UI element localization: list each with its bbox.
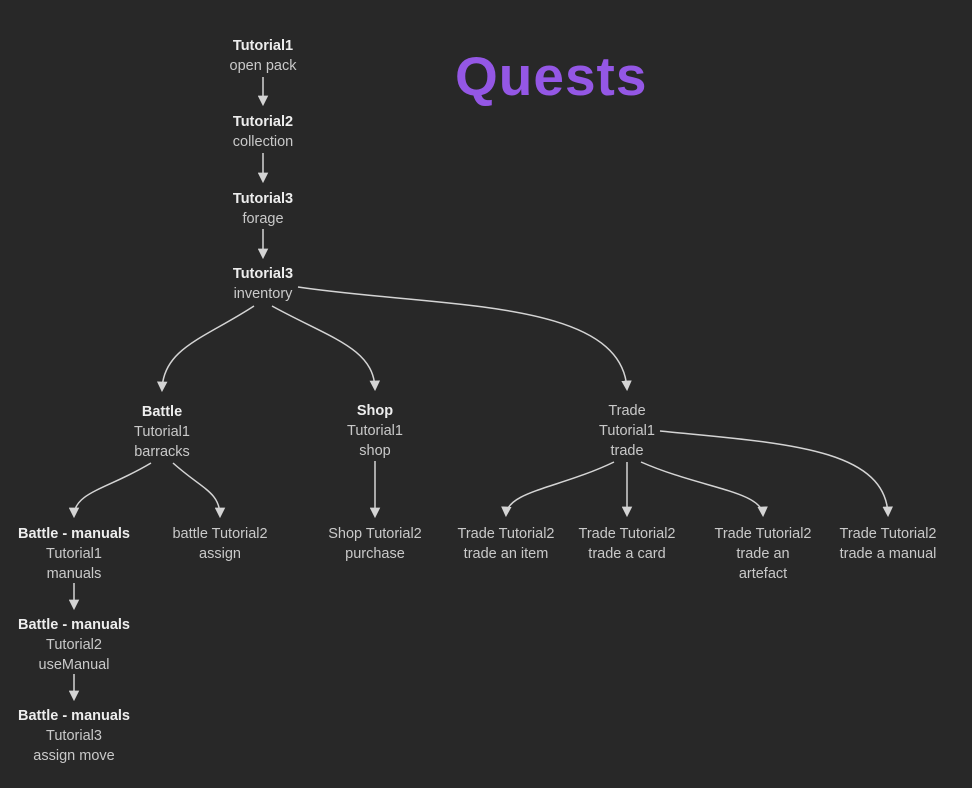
- node-battle-manuals-3: Battle - manuals Tutorial3 assign move: [18, 706, 130, 766]
- node-title: Trade Tutorial2: [578, 526, 676, 542]
- edge-battle-tutorial2: [172, 462, 226, 519]
- node-subtitle: open pack: [229, 58, 297, 74]
- node-tutorial3-inventory: Tutorial3 inventory: [233, 264, 293, 304]
- node-subtitle: Tutorial1: [347, 423, 403, 439]
- node-title: Tutorial1: [232, 38, 294, 54]
- edge-inventory-shop: [271, 305, 381, 392]
- edge-trade-artefact: [640, 461, 768, 518]
- node-title: Trade Tutorial2: [457, 526, 555, 542]
- node-subtitle: trade an: [736, 546, 790, 562]
- node-subtitle: Tutorial1: [46, 546, 102, 562]
- node-subtitle: useManual: [38, 657, 110, 673]
- node-subtitle: assign move: [33, 748, 115, 764]
- node-title: Battle - manuals: [18, 708, 130, 724]
- node-trade-item: Trade Tutorial2 trade an item: [458, 524, 555, 564]
- node-subtitle: Tutorial3: [46, 728, 102, 744]
- node-title: Battle - manuals: [18, 617, 130, 633]
- node-title: Tutorial2: [232, 114, 294, 130]
- edge-trade-item: [501, 461, 615, 518]
- node-subtitle: Tutorial1: [599, 423, 655, 439]
- node-subtitle: trade: [610, 443, 644, 459]
- node-trade: Trade Tutorial1 trade: [599, 401, 655, 461]
- node-subtitle: Tutorial1: [134, 424, 190, 440]
- edge-inventory-battle: [156, 305, 255, 393]
- node-title: Trade Tutorial2: [839, 526, 937, 542]
- node-subtitle: collection: [232, 134, 294, 150]
- node-title: Battle: [141, 404, 183, 420]
- node-title: Shop: [356, 403, 394, 419]
- node-title: Trade Tutorial2: [714, 526, 812, 542]
- node-subtitle: trade a card: [588, 546, 666, 562]
- node-subtitle: assign: [199, 546, 241, 562]
- node-subtitle: artefact: [738, 566, 788, 582]
- node-subtitle: purchase: [345, 546, 405, 562]
- node-trade-manual: Trade Tutorial2 trade a manual: [840, 524, 937, 564]
- node-subtitle: trade an item: [463, 546, 549, 562]
- node-title: Battle - manuals: [18, 526, 130, 542]
- node-title: battle Tutorial2: [172, 526, 268, 542]
- edge-inventory-trade: [297, 286, 632, 392]
- node-subtitle: trade a manual: [839, 546, 937, 562]
- node-battle-tutorial2: battle Tutorial2 assign: [172, 524, 267, 564]
- node-title: Shop Tutorial2: [328, 526, 422, 542]
- node-shop-tutorial2: Shop Tutorial2 purchase: [328, 524, 422, 564]
- node-title: Tutorial3: [232, 191, 294, 207]
- node-tutorial2: Tutorial2 collection: [233, 112, 293, 152]
- node-battle: Battle Tutorial1 barracks: [134, 402, 190, 462]
- node-title: Trade: [608, 403, 646, 419]
- edge-trade-manual: [659, 430, 893, 518]
- node-subtitle: forage: [242, 211, 284, 227]
- node-subtitle: inventory: [233, 286, 293, 302]
- node-trade-card: Trade Tutorial2 trade a card: [579, 524, 676, 564]
- node-tutorial1: Tutorial1 open pack: [230, 36, 297, 76]
- node-battle-manuals-2: Battle - manuals Tutorial2 useManual: [18, 615, 130, 675]
- node-subtitle: manuals: [46, 566, 102, 582]
- page-title: Quests: [455, 45, 648, 107]
- node-title: Tutorial3: [232, 266, 294, 282]
- node-battle-manuals-1: Battle - manuals Tutorial1 manuals: [18, 524, 130, 584]
- node-tutorial3-forage: Tutorial3 forage: [233, 189, 293, 229]
- node-shop: Shop Tutorial1 shop: [347, 401, 403, 461]
- edge-battle-manuals1: [68, 462, 152, 519]
- node-trade-artefact: Trade Tutorial2 trade an artefact: [715, 524, 812, 584]
- node-subtitle: shop: [359, 443, 391, 459]
- node-subtitle: Tutorial2: [46, 637, 102, 653]
- node-subtitle: barracks: [134, 444, 190, 460]
